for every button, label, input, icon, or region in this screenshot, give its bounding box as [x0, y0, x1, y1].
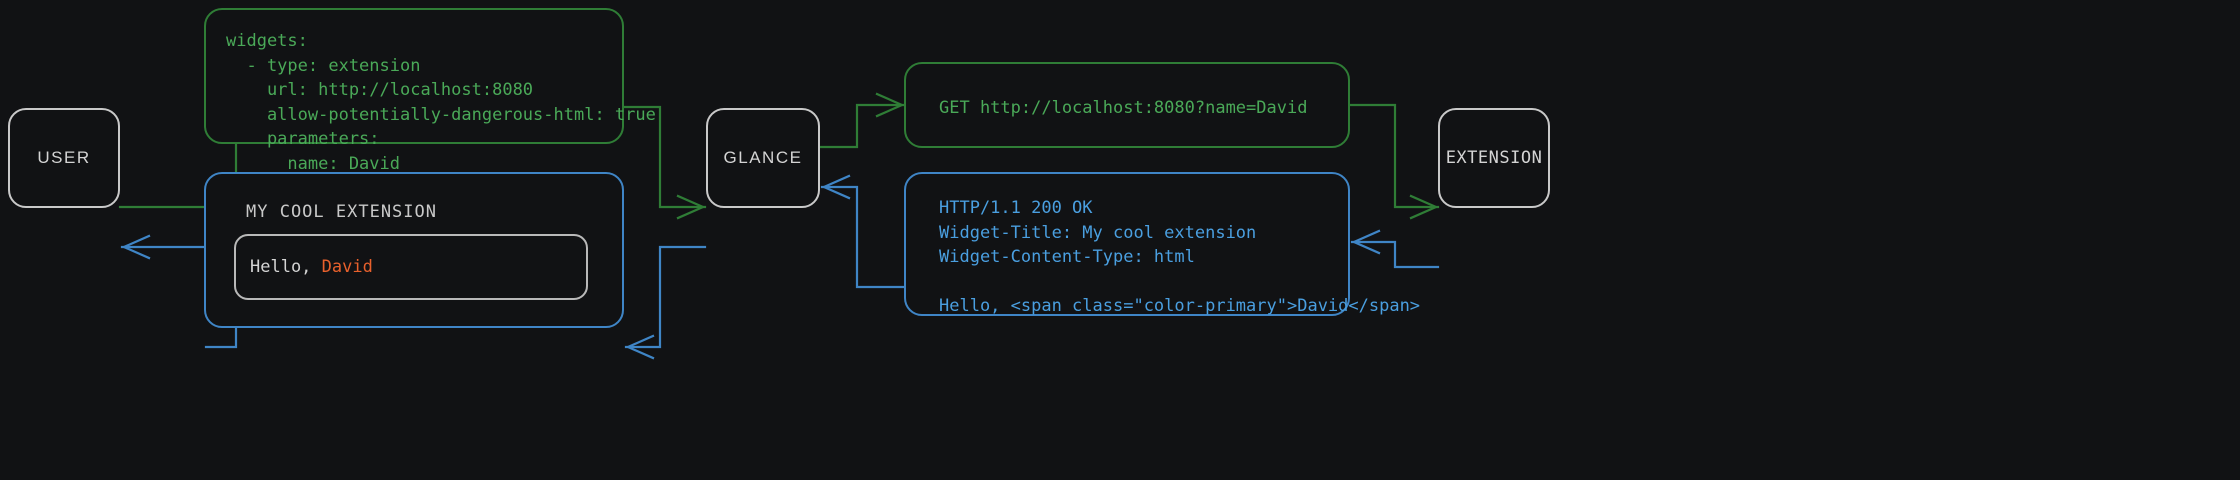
http-get-request-code: GET http://localhost:8080?name=David: [939, 98, 1308, 118]
edge-request-to-extension: [1348, 103, 1440, 220]
greeting-name: David: [321, 257, 373, 277]
http-response-code: HTTP/1.1 200 OK Widget-Title: My cool ex…: [939, 198, 1421, 316]
edge-response-to-glance: [820, 174, 906, 289]
node-user[interactable]: USER: [8, 108, 120, 208]
rendered-extension-widget-box[interactable]: MY COOL EXTENSION Hello, David: [204, 172, 624, 328]
node-extension[interactable]: EXTENSION: [1438, 108, 1550, 208]
node-user-label: USER: [37, 148, 91, 167]
http-get-request-box[interactable]: GET http://localhost:8080?name=David: [904, 62, 1350, 148]
widget-yaml-config-box[interactable]: widgets: - type: extension url: http://l…: [204, 8, 656, 174]
node-extension-label: EXTENSION: [1445, 148, 1543, 168]
rendered-widget-greeting: Hello, David: [236, 257, 373, 277]
node-glance-label: GLANCE: [723, 148, 803, 167]
greeting-prefix: Hello,: [250, 257, 322, 277]
http-response-box[interactable]: HTTP/1.1 200 OK Widget-Title: My cool ex…: [904, 172, 1421, 316]
edge-glance-to-request: [818, 92, 906, 149]
edge-extension-to-response: [1350, 229, 1440, 269]
rendered-widget-title: MY COOL EXTENSION: [246, 202, 437, 222]
node-glance[interactable]: GLANCE: [706, 108, 820, 208]
edge-glance-to-widget: [624, 245, 707, 360]
widget-yaml-config-code: widgets: - type: extension url: http://l…: [226, 31, 656, 174]
rendered-widget-card: Hello, David: [234, 234, 588, 300]
